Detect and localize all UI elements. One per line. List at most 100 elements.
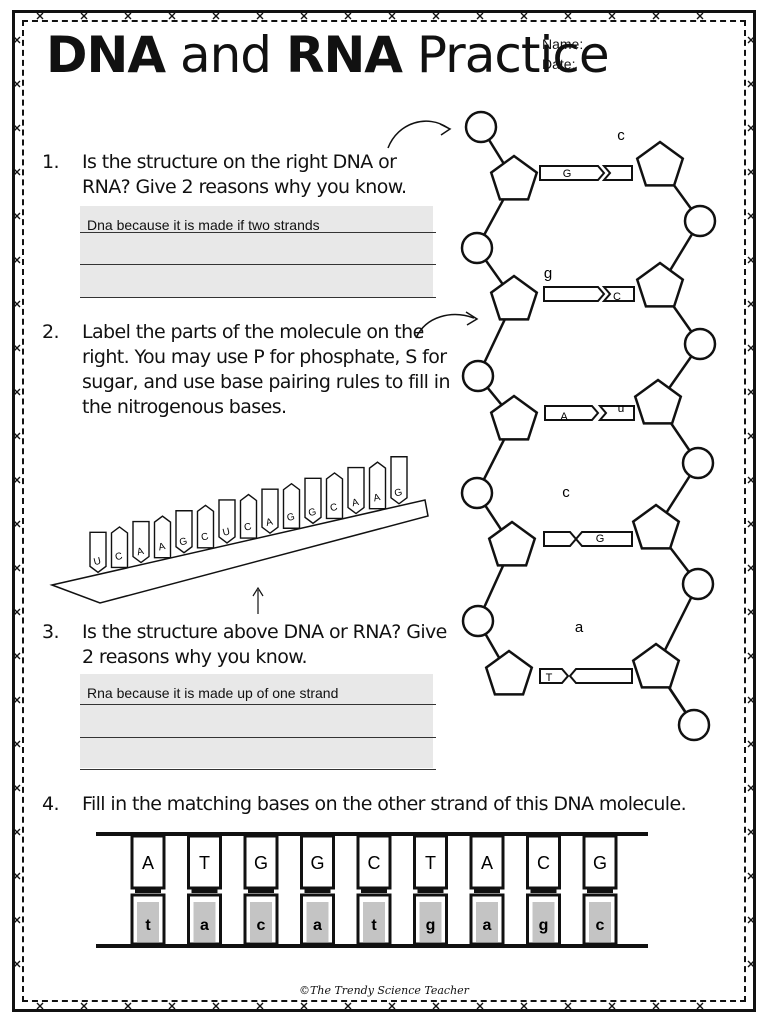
- rna-backbone: [49, 499, 429, 604]
- phosphate-circle: [677, 708, 711, 742]
- rna-nucleotide: A: [347, 466, 365, 515]
- copyright-footer: ©The Trendy Science Teacher: [299, 984, 469, 997]
- ladder-rung: Ta: [187, 834, 222, 946]
- rna-nucleotide: A: [132, 520, 150, 564]
- bottom-strand-answer[interactable]: t: [145, 917, 151, 934]
- sugar-pentagon: [489, 154, 539, 201]
- bottom-strand-answer[interactable]: c: [596, 917, 605, 934]
- rna-base-letter: A: [351, 497, 360, 509]
- bottom-strand-answer[interactable]: c: [257, 917, 266, 934]
- rna-base-letter: G: [178, 536, 188, 549]
- arrow-to-helix: [387, 120, 449, 149]
- sugar-pentagon: [635, 261, 685, 308]
- rna-nucleotide: G: [282, 482, 301, 529]
- ladder-rung: Gc: [243, 834, 279, 946]
- rna-base-letter: C: [243, 521, 253, 533]
- bottom-strand-answer[interactable]: a: [483, 917, 492, 934]
- question-3-answer-area[interactable]: [80, 674, 433, 768]
- title-practice: Practice: [416, 26, 610, 84]
- sugar-pentagon: [631, 642, 681, 689]
- nitrogen-base: [574, 531, 633, 547]
- ladder-bottom-rail: [96, 944, 648, 948]
- rna-base-letter: G: [307, 507, 317, 520]
- base-label-left-5: T: [546, 672, 553, 684]
- base-label-right-3[interactable]: u: [618, 401, 625, 415]
- arrow-head: [465, 311, 479, 326]
- question-3: 3. Is the structure above DNA or RNA? Gi…: [42, 620, 462, 675]
- question-1-answer[interactable]: Dna because it is made if two strands: [87, 217, 320, 233]
- top-strand-base: G: [593, 853, 607, 873]
- question-2-number: 2.: [42, 321, 60, 343]
- rna-nucleotide: C: [196, 504, 215, 549]
- ladder-top-rail: [96, 832, 648, 836]
- question-1-text: Is the structure on the right DNA or RNA…: [82, 151, 407, 198]
- annotation-4[interactable]: c: [562, 484, 570, 501]
- rna-nucleotide: G: [175, 510, 193, 554]
- bottom-strand-answer[interactable]: a: [200, 917, 209, 934]
- base-label-right-2: C: [613, 291, 621, 303]
- question-3-answer[interactable]: Rna because it is made up of one strand: [87, 685, 339, 701]
- bottom-strand-answer[interactable]: g: [539, 917, 549, 934]
- answer-line: [80, 297, 436, 298]
- phosphate-circle: [681, 567, 715, 601]
- question-2: 2. Label the parts of the molecule on th…: [42, 320, 462, 425]
- nitrogen-base: [543, 531, 578, 547]
- nitrogen-base: [544, 405, 600, 421]
- base-label-right-4: G: [596, 533, 605, 545]
- arrow-head: [439, 123, 452, 136]
- answer-line: [80, 232, 436, 233]
- top-strand-base: A: [142, 853, 154, 873]
- nitrogen-base: [568, 668, 633, 684]
- question-3-number: 3.: [42, 621, 60, 643]
- rna-nucleotide: U: [89, 531, 107, 574]
- top-strand-base: G: [254, 853, 268, 873]
- nitrogen-base: [597, 405, 635, 421]
- ladder-rung: At: [130, 834, 166, 946]
- question-1: 1. Is the structure on the right DNA or …: [42, 150, 442, 210]
- rna-nucleotide: C: [239, 493, 258, 539]
- sugar-pentagon: [631, 503, 681, 550]
- question-4: 4. Fill in the matching bases on the oth…: [42, 792, 722, 820]
- rna-base-letter: G: [286, 511, 296, 524]
- phosphate-circle: [461, 604, 495, 638]
- question-2-text: Label the parts of the molecule on the r…: [82, 321, 451, 418]
- answer-line: [80, 704, 436, 705]
- question-3-text: Is the structure above DNA or RNA? Give …: [82, 621, 447, 668]
- rna-nucleotide: U: [218, 499, 236, 544]
- title-rna: RNA: [285, 26, 403, 84]
- title-dna: DNA: [46, 26, 166, 84]
- sugar-pentagon: [489, 274, 539, 321]
- bottom-strand-answer[interactable]: g: [426, 917, 436, 934]
- question-1-answer-area[interactable]: [80, 206, 433, 298]
- top-strand-base: T: [425, 853, 436, 873]
- title-and: and: [179, 26, 272, 84]
- rna-nucleotide: A: [261, 488, 279, 535]
- bottom-strand-answer[interactable]: t: [371, 917, 377, 934]
- arrow-to-helix: [415, 313, 475, 339]
- bottom-strand-answer[interactable]: a: [313, 917, 322, 934]
- up-arrow-head: [252, 586, 264, 597]
- answer-line: [80, 769, 436, 770]
- ladder-rung: Gc: [582, 834, 618, 946]
- answer-line: [80, 264, 436, 265]
- rna-base-letter: C: [329, 502, 339, 514]
- answer-line: [80, 737, 436, 738]
- annotation-2[interactable]: g: [544, 265, 552, 282]
- question-4-number: 4.: [42, 793, 60, 815]
- dashed-border: [22, 20, 746, 1002]
- annotation-1[interactable]: c: [617, 127, 625, 144]
- name-field-label: Name:: [542, 36, 584, 52]
- sugar-pentagon: [635, 140, 685, 187]
- ladder-rung: Ct: [356, 834, 392, 946]
- ladder-rung: Tg: [413, 834, 448, 946]
- rna-base-letter: A: [136, 546, 145, 558]
- header-fields: Name: Date:: [542, 34, 583, 74]
- phosphate-circle: [464, 110, 498, 144]
- rna-base-letter: U: [222, 526, 232, 538]
- annotation-5[interactable]: a: [575, 619, 584, 636]
- phosphate-circle: [683, 204, 717, 238]
- dna-helix: [460, 110, 717, 742]
